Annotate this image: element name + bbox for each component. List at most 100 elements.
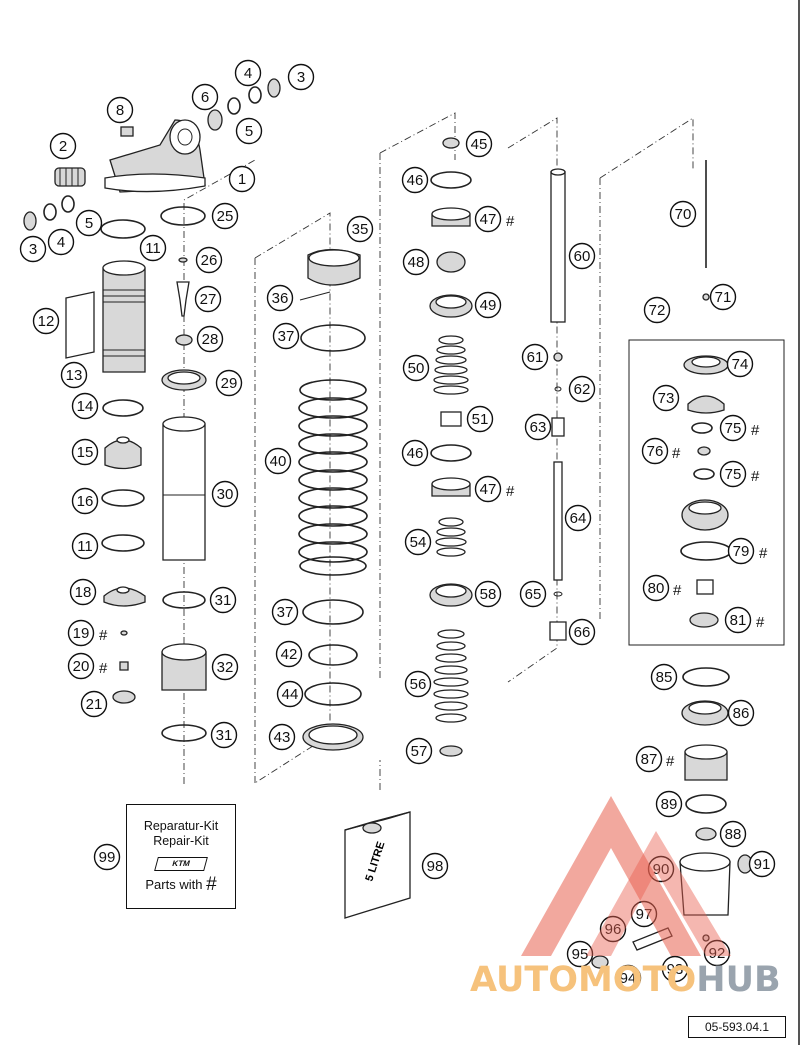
callout-circle <box>635 745 663 773</box>
callout-46: 46 <box>401 166 429 194</box>
callout-circle <box>568 242 596 270</box>
callout-5: 5 <box>235 117 263 145</box>
part-1-upper-eye <box>104 119 206 193</box>
callout-number: 54 <box>410 534 427 551</box>
hash-icon: # <box>759 545 768 562</box>
callout-circle <box>211 480 239 508</box>
callout-number: 44 <box>282 686 299 703</box>
callout-number: 87 <box>641 751 658 768</box>
callout-45: 45 <box>465 130 493 158</box>
callout-75: 75# <box>719 460 760 488</box>
callout-circle <box>401 166 429 194</box>
callout-circle <box>709 283 737 311</box>
callout-circle <box>191 83 219 111</box>
callout-circle <box>19 235 47 263</box>
callout-number: 48 <box>408 254 425 271</box>
callout-19: 19# <box>67 619 108 647</box>
callout-number: 64 <box>570 510 587 527</box>
callout-circle <box>719 820 747 848</box>
callout-number: 4 <box>57 234 65 251</box>
callout-number: 91 <box>754 856 771 873</box>
callout-72: 72 <box>643 296 671 324</box>
callout-number: 2 <box>59 138 67 155</box>
callout-number: 5 <box>85 215 93 232</box>
callout-number: 50 <box>408 360 425 377</box>
callout-circle <box>643 296 671 324</box>
callout-circle <box>724 606 752 634</box>
callout-circle <box>346 215 374 243</box>
callout-circle <box>669 200 697 228</box>
callout-number: 92 <box>709 945 726 962</box>
hash-icon: # <box>506 483 515 500</box>
callout-circle <box>60 361 88 389</box>
callout-number: 57 <box>411 743 428 760</box>
callout-79: 79 # <box>727 537 768 565</box>
callout-46: 46 <box>401 439 429 467</box>
callout-circle <box>524 413 552 441</box>
callout-75: 75# <box>719 414 760 442</box>
callout-71: 71 <box>709 283 737 311</box>
compression-adjuster-parts <box>591 160 753 969</box>
callout-number: 70 <box>675 206 692 223</box>
callout-circle <box>719 414 747 442</box>
callout-92: 92 <box>703 939 731 967</box>
part-2-adjuster <box>54 167 86 187</box>
callout-30: 30 <box>211 480 239 508</box>
callout-number: 76 <box>647 443 664 460</box>
callout-87: 87 # <box>635 745 675 773</box>
callout-circle <box>272 322 300 350</box>
callout-number: 85 <box>656 669 673 686</box>
watermark-text-hub: HUB <box>696 960 781 1000</box>
callout-66: 66 <box>568 618 596 646</box>
callout-44: 44 <box>276 680 304 708</box>
hash-icon: # <box>751 422 760 439</box>
callout-circle <box>209 586 237 614</box>
callout-number: 61 <box>527 349 544 366</box>
callout-number: 56 <box>410 676 427 693</box>
callout-54: 54 <box>404 528 432 556</box>
callout-circle <box>71 487 99 515</box>
callout-51: 51 <box>466 405 494 433</box>
callout-circle <box>139 234 167 262</box>
callout-97: 97 <box>630 900 658 928</box>
callout-number: 8 <box>116 102 124 119</box>
callout-number: 65 <box>525 586 542 603</box>
callout-74: 74 <box>726 350 754 378</box>
callout-70: 70 <box>669 200 697 228</box>
callout-circle <box>266 284 294 312</box>
callout-number: 27 <box>200 291 217 308</box>
callout-circle <box>71 438 99 466</box>
callout-28: 28 <box>196 325 224 353</box>
callout-circle <box>402 354 430 382</box>
callout-number: 40 <box>270 453 287 470</box>
hash-icon: # <box>756 614 765 631</box>
callout-58: 58 <box>474 580 502 608</box>
callout-circle <box>568 375 596 403</box>
callout-number: 96 <box>605 921 622 938</box>
callout-47: 47# <box>474 475 515 503</box>
callout-number: 72 <box>649 302 666 319</box>
callout-62: 62 <box>568 375 596 403</box>
callout-circle <box>726 350 754 378</box>
repair-kit-box: Reparatur-Kit Repair-Kit KTM Parts with … <box>126 804 236 909</box>
callout-circle <box>196 325 224 353</box>
callout-number: 97 <box>636 906 653 923</box>
callout-number: 86 <box>733 705 750 722</box>
callout-circle <box>521 343 549 371</box>
callout-circle <box>67 619 95 647</box>
callout-99: 99 <box>93 843 121 871</box>
callout-circle <box>719 460 747 488</box>
callout-circle <box>235 117 263 145</box>
callout-circle <box>264 447 292 475</box>
callout-number: 79 <box>733 543 750 560</box>
callout-circle <box>466 405 494 433</box>
callout-88: 88 <box>719 820 747 848</box>
hash-icon: # <box>666 753 675 770</box>
callout-number: 20 <box>73 658 90 675</box>
callout-number: 45 <box>471 136 488 153</box>
callout-circle <box>211 202 239 230</box>
callout-number: 43 <box>274 729 291 746</box>
callout-circle <box>652 384 680 412</box>
callout-29: 29 <box>215 369 243 397</box>
